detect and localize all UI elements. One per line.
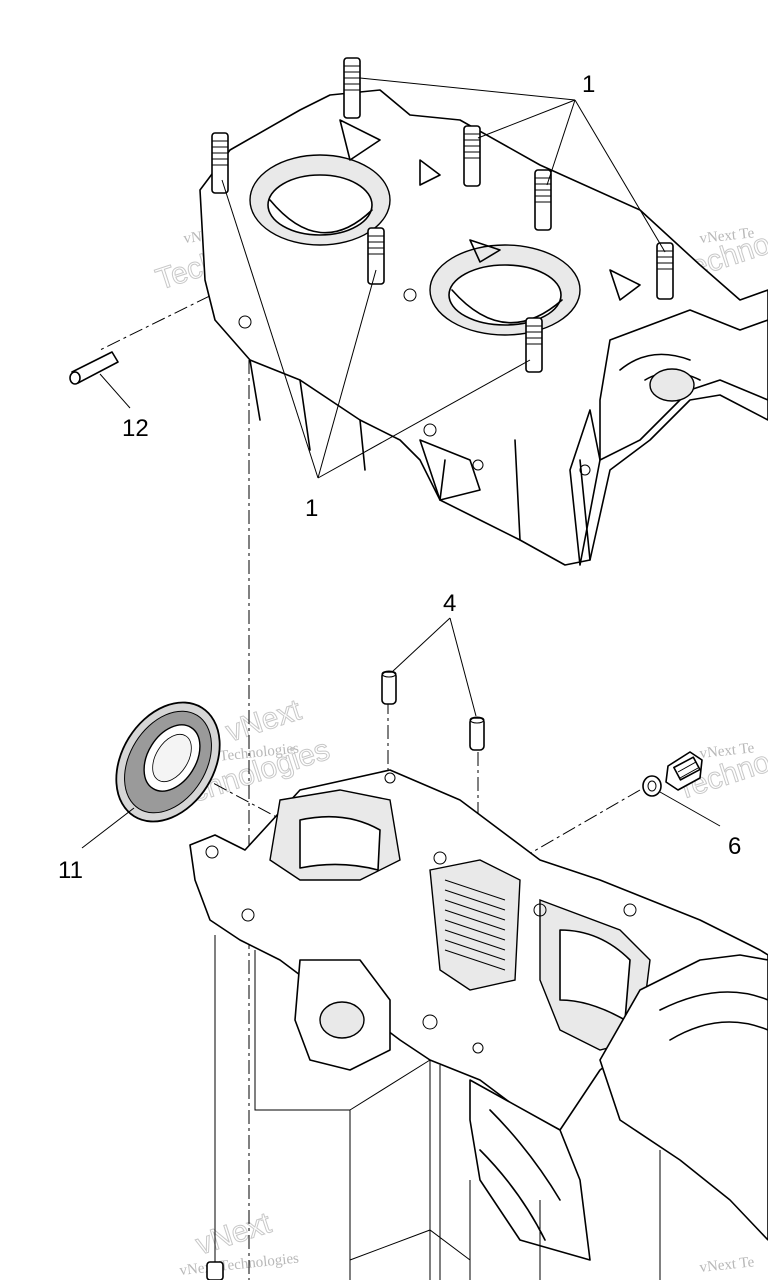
leader-lines <box>81 77 721 849</box>
lower-crankcase <box>189 769 768 1280</box>
oil-seal-item-11 <box>115 701 221 823</box>
pin-item-12 <box>69 351 119 385</box>
drain-plug-item-6 <box>642 751 703 797</box>
callout-11: 11 <box>58 857 83 884</box>
watermark-text-3: vNext Technologies <box>179 1251 300 1279</box>
dowel-2 <box>469 717 485 751</box>
stud-1 <box>343 57 361 119</box>
watermark-right-1: vNext Te <box>699 225 756 247</box>
callout-1-bottom: 1 <box>305 495 318 522</box>
watermark-right-3: vNext Te <box>699 1254 756 1276</box>
callout-labels: 1 1 4 6 11 12 <box>58 71 741 884</box>
stud-6 <box>656 242 674 300</box>
stud-2 <box>211 132 229 194</box>
upper-crankcase <box>199 57 768 566</box>
callout-4: 4 <box>443 590 456 617</box>
callout-6: 6 <box>728 833 741 860</box>
stud-3 <box>463 125 481 187</box>
dowel-1 <box>381 671 397 705</box>
callout-12: 12 <box>122 415 149 442</box>
watermark-right-2: vNext Te <box>699 740 756 762</box>
stud-7 <box>525 317 543 373</box>
stud-5 <box>367 227 385 285</box>
callout-1-top: 1 <box>582 71 595 98</box>
dowels-item-4 <box>381 670 485 751</box>
stud-lower-stub <box>206 1261 224 1280</box>
